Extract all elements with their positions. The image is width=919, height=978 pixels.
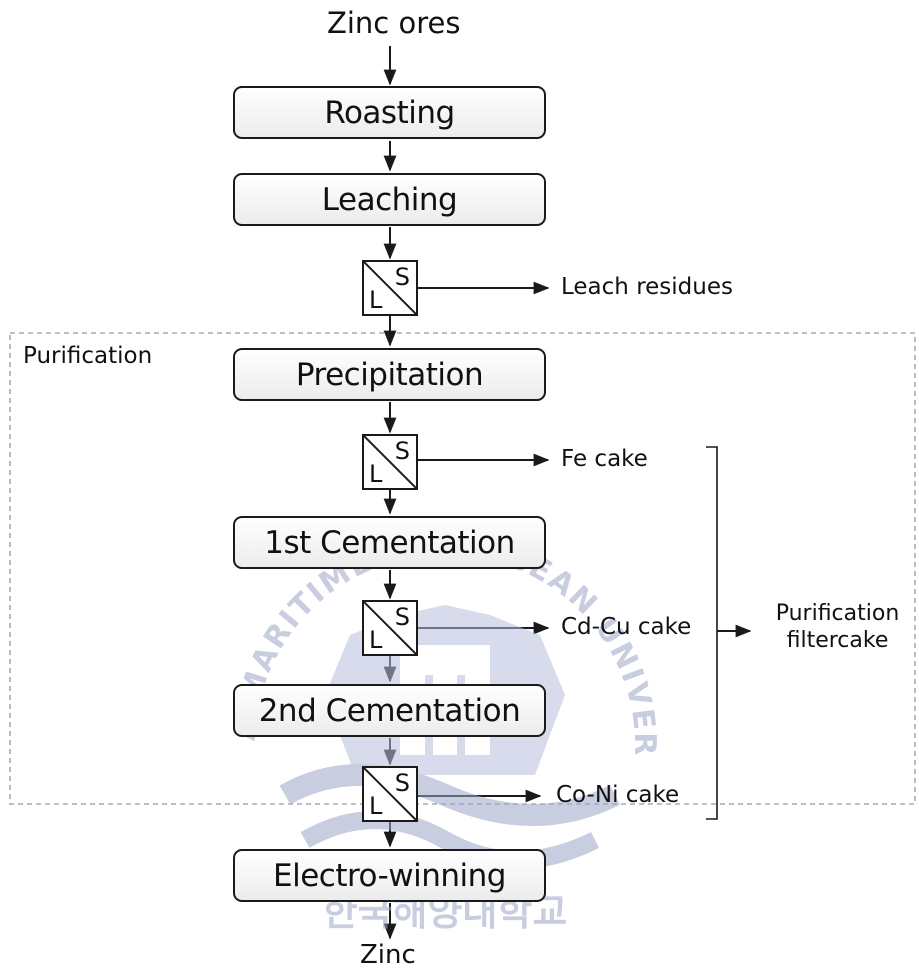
separator-4: S L [362,766,418,822]
step-roasting-label: Roasting [324,94,455,131]
step-cementation2: 2nd Cementation [233,684,546,737]
separator-solid-label: S [394,263,410,291]
step-roasting: Roasting [233,86,546,139]
separator-diagonal [364,768,416,820]
filtercake-line-1: Purification [775,601,900,626]
separator-liquid-label: L [369,286,383,314]
step-electrowinning: Electro-winning [233,849,546,902]
separator-1: S L [362,260,418,316]
separator-liquid-label: L [369,626,383,654]
separator-liquid-label: L [369,460,383,488]
separator-liquid-label: L [369,792,383,820]
step-electrowinning-label: Electro-winning [273,857,506,894]
residue-fe-cake: Fe cake [561,446,648,472]
separator-diagonal [364,602,416,654]
output-label: Zinc [360,940,416,970]
residue-leach: Leach residues [561,274,733,300]
step-cementation2-label: 2nd Cementation [258,692,521,729]
separator-2: S L [362,434,418,490]
filtercake-line-2: filtercake [786,628,889,653]
step-precipitation-label: Precipitation [295,356,484,393]
residue-cdcu-cake: Cd-Cu cake [561,614,692,640]
step-cementation1-label: 1st Cementation [264,524,515,561]
residue-coni-cake: Co-Ni cake [556,782,680,808]
step-cementation1: 1st Cementation [233,516,546,569]
separator-3: S L [362,600,418,656]
purification-filtercake-label: Purification filtercake [760,600,915,654]
purification-group-label: Purification [23,343,153,369]
cake-brace [706,446,718,820]
step-leaching: Leaching [233,173,546,226]
separator-diagonal [364,436,416,488]
separator-solid-label: S [394,437,410,465]
separator-solid-label: S [394,769,410,797]
step-precipitation: Precipitation [233,348,546,401]
input-label: Zinc ores [327,6,461,40]
separator-diagonal [364,262,416,314]
step-leaching-label: Leaching [321,181,458,218]
separator-solid-label: S [394,603,410,631]
